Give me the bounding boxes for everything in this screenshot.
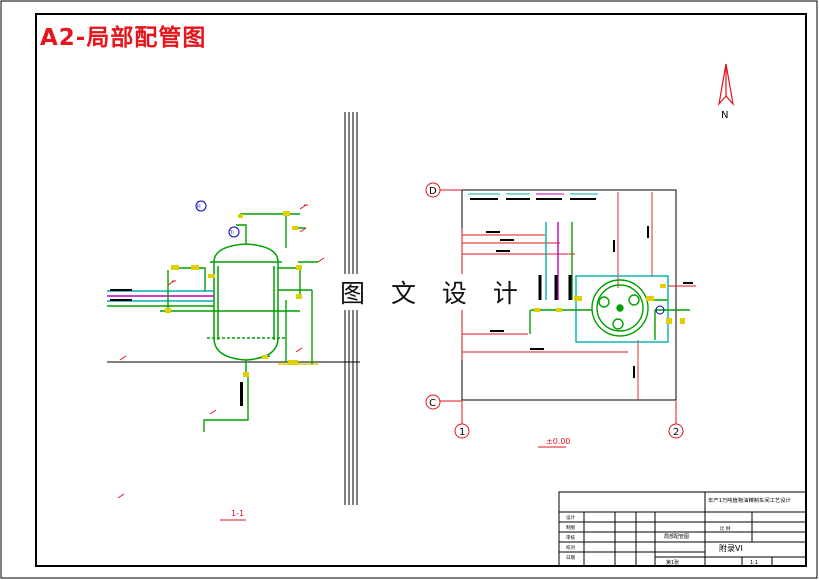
dimension-ticks-plan: [486, 226, 693, 378]
row-label: 校对: [566, 544, 575, 551]
north-label: N: [721, 110, 728, 121]
leader-marks-section: [117, 204, 325, 499]
reactor-vessel: [207, 243, 285, 361]
pressure-indicator-icon: PI: [195, 200, 207, 212]
row-label: 设计: [566, 514, 575, 521]
temperature-indicator-icon: TI: [228, 226, 240, 238]
svg-text:1: 1: [459, 427, 465, 438]
axis-bubble-d: D: [425, 182, 441, 198]
pipe-network-section: [107, 213, 318, 432]
instrument-tag-pi: PI: [197, 204, 201, 209]
watermark-text: 图 文 设 计: [336, 274, 531, 310]
inner-frame: [35, 13, 807, 567]
row-label: 制图: [566, 524, 575, 531]
title-block-text: 年产1万吨植物油精制车间工艺设计 局部配管图 附录VI 第1张 比 例 1:1 …: [566, 496, 792, 566]
drawing-title: A2-局部配管图: [40, 25, 207, 51]
dim-labels-section: [110, 289, 243, 406]
drawing-name: 局部配管图: [664, 533, 689, 540]
svg-text:2: 2: [673, 427, 679, 438]
drawing-number: 附录VI: [719, 543, 743, 553]
valve-markers: [165, 211, 302, 377]
row-label: 日期: [566, 555, 575, 561]
instrument-plan-icon: [655, 305, 665, 315]
elevation-label: ±0.00: [546, 437, 571, 446]
scale-value: 1:1: [750, 560, 758, 566]
reactor-vessel-plan: [591, 279, 649, 337]
row-label: 审核: [566, 534, 575, 541]
axis-bubble-1: 1: [454, 423, 470, 439]
scale-label: 比 例: [720, 525, 731, 532]
sheet-label: 第1张: [666, 559, 679, 566]
axis-bubble-c: C: [425, 394, 441, 410]
instrument-tag-ti: TI: [229, 230, 234, 235]
pipe-network-plan: [529, 222, 690, 343]
project-name: 年产1万吨植物油精制车间工艺设计: [708, 496, 792, 504]
section-label: 1-1: [231, 509, 244, 518]
title-block: [558, 491, 807, 567]
north-arrow-icon: N: [718, 63, 734, 121]
top-pipe-labels: [468, 193, 598, 200]
valve-markers-plan: [534, 284, 685, 324]
svg-text:D: D: [429, 186, 437, 197]
plan-view: D C 1 2: [425, 182, 696, 448]
section-view: PI TI 1-1: [107, 112, 360, 521]
svg-text:C: C: [429, 398, 436, 409]
axis-bubble-2: 2: [668, 423, 684, 439]
